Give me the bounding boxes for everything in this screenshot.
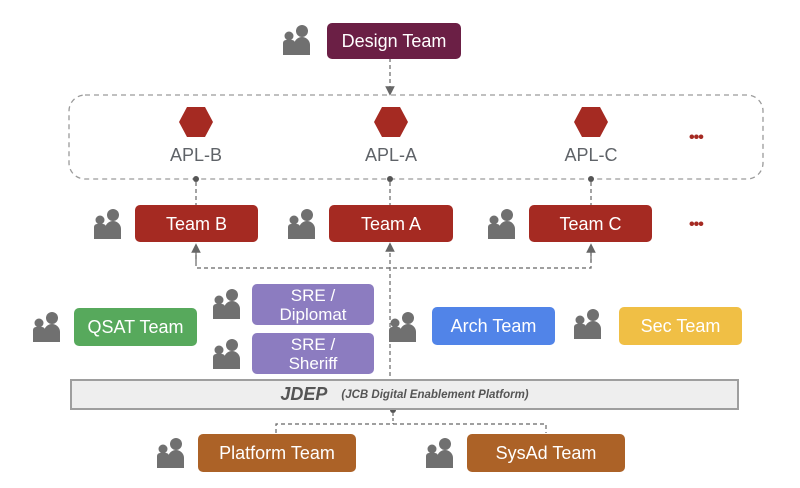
arch-team-label: Arch Team: [450, 316, 537, 336]
people-icon: [211, 287, 245, 321]
sec-team-box: Sec Team: [619, 307, 742, 345]
sre-sheriff-box: SRE / Sheriff: [252, 333, 374, 374]
people-icon: [211, 337, 245, 371]
jdep-full-name: (JCB Digital Enablement Platform): [341, 388, 529, 401]
apl-group-border: [68, 94, 764, 180]
sre-sheriff-label-line2: Sheriff: [288, 353, 338, 373]
arch-team-box: Arch Team: [432, 307, 555, 345]
team-c-box: Team C: [529, 205, 652, 242]
team-b-box: Team B: [135, 205, 258, 242]
sre-sheriff-label-line1: SRE /: [290, 334, 336, 354]
people-icon: [155, 436, 189, 470]
people-icon: [486, 207, 520, 241]
sysad-team-label: SysAd Team: [495, 443, 597, 463]
hexagon-icon: [179, 107, 213, 137]
team-c-label: Team C: [559, 213, 622, 234]
sre-diplomat-box: SRE / Diplomat: [252, 284, 374, 325]
sec-team-label: Sec Team: [640, 316, 721, 336]
qsat-team-box: QSAT Team: [74, 308, 197, 346]
team-more-ellipsis: •••: [689, 216, 704, 233]
apl-a-anchor: [387, 176, 393, 182]
apl-b-label: APL-B: [169, 145, 223, 165]
qsat-team-label: QSAT Team: [87, 317, 184, 337]
people-icon: [572, 307, 606, 341]
people-icon: [387, 310, 421, 344]
jdep-platform-bar: JDEP (JCB Digital Enablement Platform): [70, 379, 739, 410]
team-b-label: Team B: [165, 213, 228, 234]
sysad-team-box: SysAd Team: [467, 434, 625, 472]
hexagon-icon: [374, 107, 408, 137]
sre-diplomat-label-line1: SRE /: [290, 285, 336, 305]
apl-c-label: APL-C: [564, 145, 618, 165]
apl-b-anchor: [193, 176, 199, 182]
platform-team-label: Platform Team: [219, 443, 335, 463]
design-team-label: Design Team: [341, 31, 447, 51]
team-a-box: Team A: [329, 205, 453, 242]
team-a-label: Team A: [360, 213, 422, 234]
people-icon: [281, 23, 315, 57]
apl-a-label: APL-A: [364, 145, 418, 165]
people-icon: [286, 207, 320, 241]
apl-more-ellipsis: •••: [689, 129, 704, 146]
people-icon: [31, 310, 65, 344]
sre-diplomat-label-line2: Diplomat: [279, 304, 347, 324]
people-icon: [424, 436, 458, 470]
jdep-name: JDEP: [280, 384, 328, 404]
people-icon: [92, 207, 126, 241]
platform-team-box: Platform Team: [198, 434, 356, 472]
design-team-box: Design Team: [327, 23, 461, 59]
apl-c-anchor: [588, 176, 594, 182]
hexagon-icon: [574, 107, 608, 137]
